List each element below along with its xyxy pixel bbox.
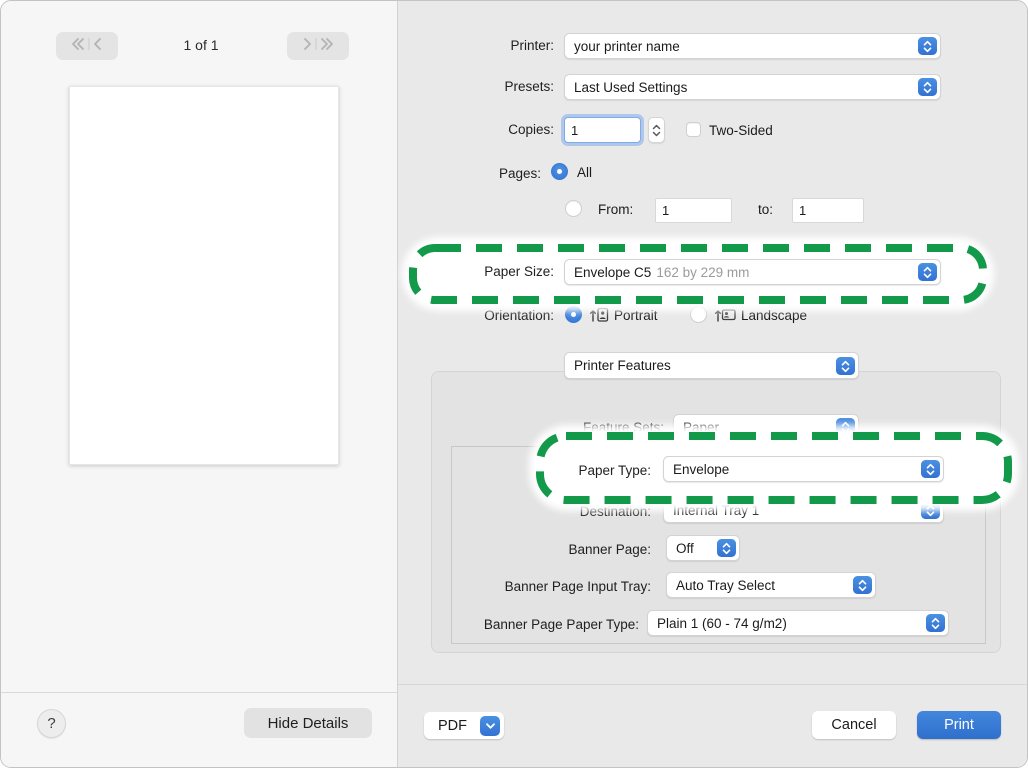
copies-label: Copies: [508, 122, 554, 137]
page-indicator: 1 of 1 [183, 37, 219, 53]
printer-select-value: your printer name [574, 38, 680, 54]
print-button[interactable]: Print [917, 711, 1001, 739]
previous-page-button[interactable] [56, 32, 118, 60]
paper-size-label: Paper Size: [484, 264, 554, 279]
divider [398, 684, 1027, 685]
paper-size-dimensions: 162 by 229 mm [656, 264, 750, 280]
paper-type-select[interactable]: Envelope [663, 456, 944, 482]
pages-label: Pages: [498, 166, 541, 181]
settings-pane: Printer: your printer name Presets: Last… [398, 1, 1027, 767]
landscape-icon [714, 306, 736, 323]
popup-stepper-icon [921, 501, 940, 519]
divider [1, 692, 397, 693]
pdf-button[interactable]: PDF [424, 712, 504, 739]
paper-size-select-value: Envelope C5 [574, 264, 652, 280]
presets-label: Presets: [504, 79, 554, 94]
panel-select[interactable]: Printer Features [564, 352, 859, 379]
double-chevron-left-icon [69, 37, 105, 56]
popup-stepper-icon [926, 614, 945, 632]
help-button[interactable]: ? [37, 709, 66, 738]
pages-from-input[interactable] [655, 198, 732, 223]
paper-size-highlight: Paper Size: Envelope C5 162 by 229 mm [408, 243, 988, 305]
pages-to-input[interactable] [792, 198, 864, 223]
destination-select-value: Internal Tray 1 [673, 502, 760, 518]
print-preview-page [69, 86, 339, 465]
banner-input-tray-select-value: Auto Tray Select [676, 577, 776, 593]
hide-details-button[interactable]: Hide Details [244, 708, 372, 738]
destination-label: Destination: [579, 504, 651, 519]
chevron-down-icon [652, 131, 661, 136]
paper-size-select[interactable]: Envelope C5 162 by 229 mm [564, 259, 941, 285]
popup-stepper-icon [717, 539, 736, 557]
copies-stepper[interactable] [648, 117, 665, 143]
printer-select[interactable]: your printer name [564, 33, 941, 59]
panel-select-value: Printer Features [574, 358, 671, 373]
copies-input[interactable] [564, 117, 641, 143]
banner-paper-type-label: Banner Page Paper Type: [483, 617, 639, 632]
paper-type-select-value: Envelope [673, 461, 730, 477]
banner-input-tray-label: Banner Page Input Tray: [504, 579, 651, 594]
popup-stepper-icon [918, 37, 937, 55]
popup-stepper-icon [918, 78, 937, 96]
orientation-landscape-radio[interactable] [690, 306, 707, 323]
popup-stepper-icon [836, 357, 855, 375]
banner-paper-type-select-value: Plain 1 (60 - 74 g/m2) [657, 615, 787, 631]
pages-all-label: All [577, 165, 593, 180]
orientation-landscape-label: Landscape [741, 308, 808, 323]
banner-input-tray-select[interactable]: Auto Tray Select [666, 572, 876, 598]
preview-pane: 1 of 1 ? Hide Details [1, 1, 398, 767]
paper-type-label: Paper Type: [578, 463, 651, 478]
pdf-button-label: PDF [438, 717, 467, 734]
banner-page-select-value: Off [676, 540, 694, 556]
presets-select-value: Last Used Settings [574, 79, 688, 95]
next-page-button[interactable] [287, 32, 349, 60]
portrait-icon [589, 306, 609, 323]
two-sided-checkbox[interactable] [686, 122, 701, 137]
banner-page-select[interactable]: Off [666, 535, 740, 561]
banner-page-label: Banner Page: [568, 542, 651, 557]
pages-from-label: From: [598, 202, 634, 217]
orientation-portrait-label: Portrait [614, 308, 658, 323]
banner-paper-type-select[interactable]: Plain 1 (60 - 74 g/m2) [647, 610, 949, 636]
printer-label: Printer: [510, 38, 554, 53]
paper-type-highlight: Paper Type: Envelope [535, 431, 1013, 505]
pages-all-radio[interactable] [551, 163, 568, 180]
green-dashed-border [409, 244, 987, 304]
two-sided-label: Two-Sided [709, 123, 773, 138]
presets-select[interactable]: Last Used Settings [564, 74, 941, 100]
popup-stepper-icon [918, 263, 937, 281]
double-chevron-right-icon [300, 37, 336, 56]
cancel-button[interactable]: Cancel [812, 711, 896, 739]
feature-sets-select-value: Paper [683, 419, 720, 435]
pages-to-label: to: [758, 202, 774, 217]
popup-stepper-icon [853, 576, 872, 594]
orientation-label: Orientation: [484, 308, 554, 323]
popup-stepper-icon [921, 460, 940, 478]
green-dashed-border [536, 432, 1012, 504]
orientation-portrait-radio[interactable] [565, 306, 582, 323]
chevron-up-icon [652, 124, 661, 129]
pages-range-radio[interactable] [565, 200, 582, 217]
chevron-down-icon [480, 715, 500, 736]
